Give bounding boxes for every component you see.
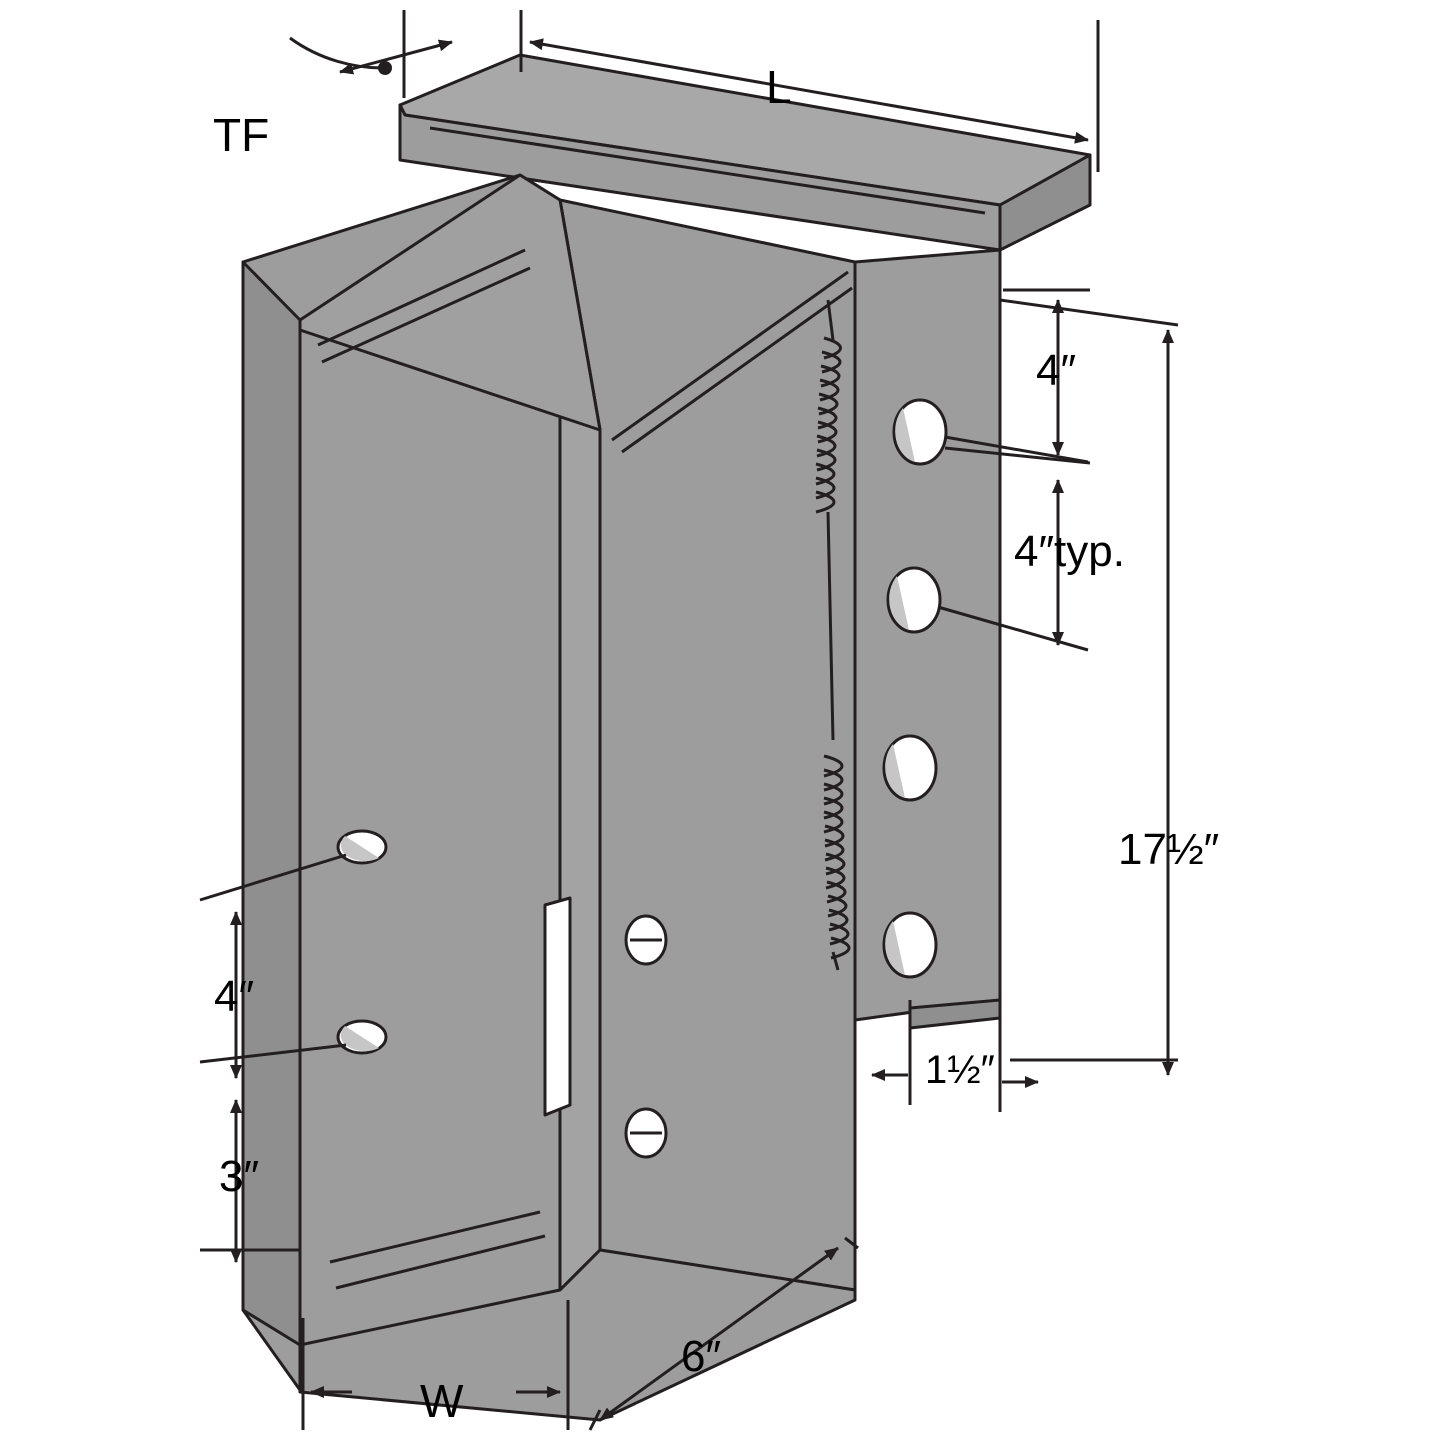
label-length: L — [766, 61, 792, 113]
top-flange-crease — [429, 126, 986, 215]
dim-TF-dot — [378, 61, 392, 75]
bottom-crease — [329, 1210, 541, 1264]
dimension-annotations — [199, 10, 1179, 1431]
label-4in-top: 4″ — [1036, 346, 1077, 395]
label-4in-left: 4″ — [214, 972, 255, 1021]
dim-4top-leader — [944, 435, 1089, 464]
label-17half-in: 17½″ — [1118, 825, 1220, 874]
dim-4typ-leader — [937, 605, 1089, 652]
left-panel-top-fold — [298, 173, 602, 432]
bottom-crease-2 — [335, 1234, 546, 1290]
weld-seam-lower — [823, 754, 851, 971]
front-face-panel — [558, 198, 857, 1292]
dim-TF-leader — [289, 36, 383, 70]
weld-seam-upper — [815, 299, 842, 741]
dim-TF-line — [339, 39, 453, 75]
dim-6in-line — [599, 1246, 839, 1422]
right-flange-holes — [882, 398, 948, 979]
right-flange-plate — [853, 248, 1002, 1022]
label-6in: 6″ — [681, 1332, 722, 1381]
front-face-holes — [624, 914, 668, 1159]
dim-6in-ext-right — [844, 1236, 859, 1250]
hanger-body — [241, 53, 1092, 1422]
left-panel-holes — [336, 829, 388, 1055]
label-width: W — [420, 1375, 464, 1427]
dim-4left-leader-top — [199, 853, 347, 902]
slot — [543, 896, 572, 1117]
dim-4left-leader-bot — [199, 1043, 347, 1064]
dim-6in-ext-left — [588, 1409, 602, 1431]
label-3in-left: 3″ — [219, 1152, 260, 1201]
dim-17-ext-top — [999, 298, 1179, 327]
front-panel-crease — [611, 270, 849, 442]
dim-L-line — [529, 38, 1089, 144]
left-panel-crease — [317, 248, 526, 347]
front-panel-crease-2 — [621, 286, 853, 454]
label-4in-typ: 4″typ. — [1014, 527, 1125, 576]
label-tf: TF — [213, 109, 270, 161]
dim-4top-ext-lower — [944, 446, 1091, 465]
left-panel-crease-2 — [321, 266, 531, 364]
label-1half-in: 1½″ — [925, 1048, 995, 1092]
